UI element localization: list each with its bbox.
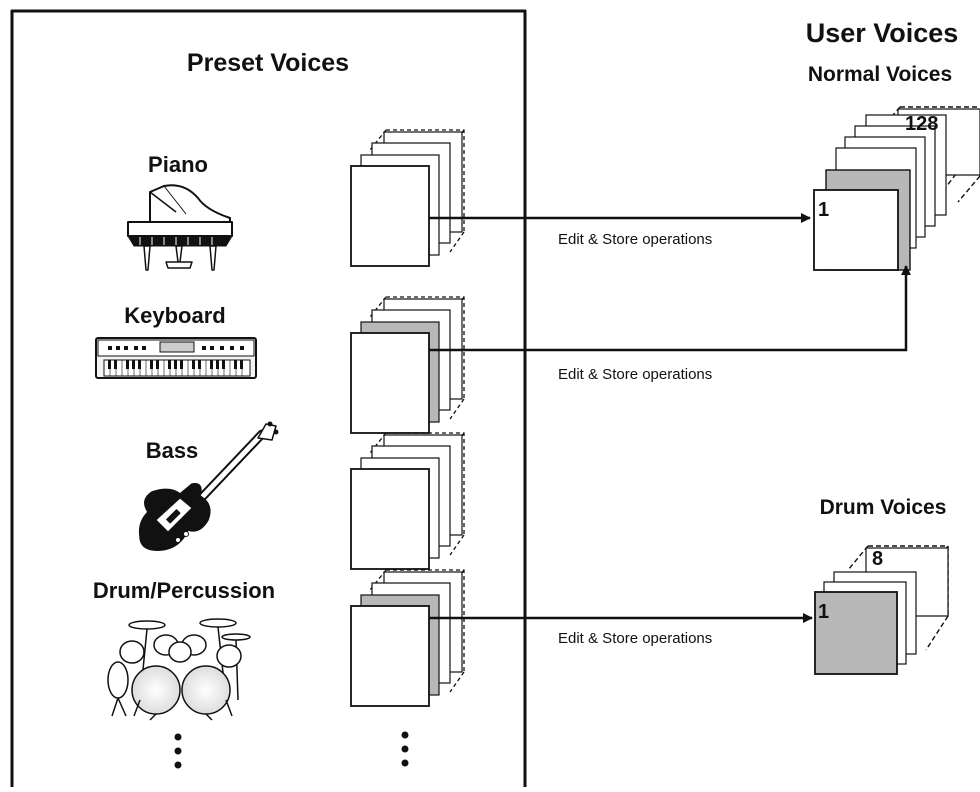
preset-stack-piano — [350, 129, 465, 267]
arrow-keyboard-to-normal — [429, 265, 911, 352]
drum-voice-last-number: 8 — [872, 548, 883, 570]
normal-voice-last-number: 128 — [905, 113, 938, 135]
bass-guitar-icon — [138, 421, 279, 551]
user-normal-voice-stack: 128 1 — [813, 106, 980, 271]
edit-store-label-keyboard: Edit & Store operations — [558, 366, 712, 383]
category-label-keyboard: Keyboard — [124, 303, 225, 328]
preset-stack-bass — [350, 432, 465, 570]
normal-voices-title: Normal Voices — [808, 63, 952, 86]
preset-stack-keyboard — [350, 296, 465, 434]
edit-store-label-piano: Edit & Store operations — [558, 231, 712, 248]
user-drum-voice-stack: 8 1 — [814, 545, 949, 675]
user-voices-title: User Voices — [806, 18, 959, 48]
preset-stack-drum — [350, 569, 465, 707]
edit-store-label-drum: Edit & Store operations — [558, 630, 712, 647]
normal-voice-first-number: 1 — [818, 199, 829, 221]
drum-voices-title: Drum Voices — [820, 496, 947, 519]
category-label-piano: Piano — [148, 152, 208, 177]
category-label-bass: Bass — [146, 438, 199, 463]
drum-kit-icon — [107, 618, 251, 721]
preset-voices-title: Preset Voices — [187, 49, 349, 77]
preset-voices-frame — [10, 9, 527, 787]
keyboard-instrument-icon — [95, 337, 257, 379]
more-voices-ellipsis — [401, 731, 409, 767]
category-label-drum-percussion: Drum/Percussion — [93, 578, 275, 603]
drum-voice-first-number: 1 — [818, 601, 829, 623]
more-categories-ellipsis — [174, 733, 182, 769]
grand-piano-icon — [127, 184, 233, 271]
